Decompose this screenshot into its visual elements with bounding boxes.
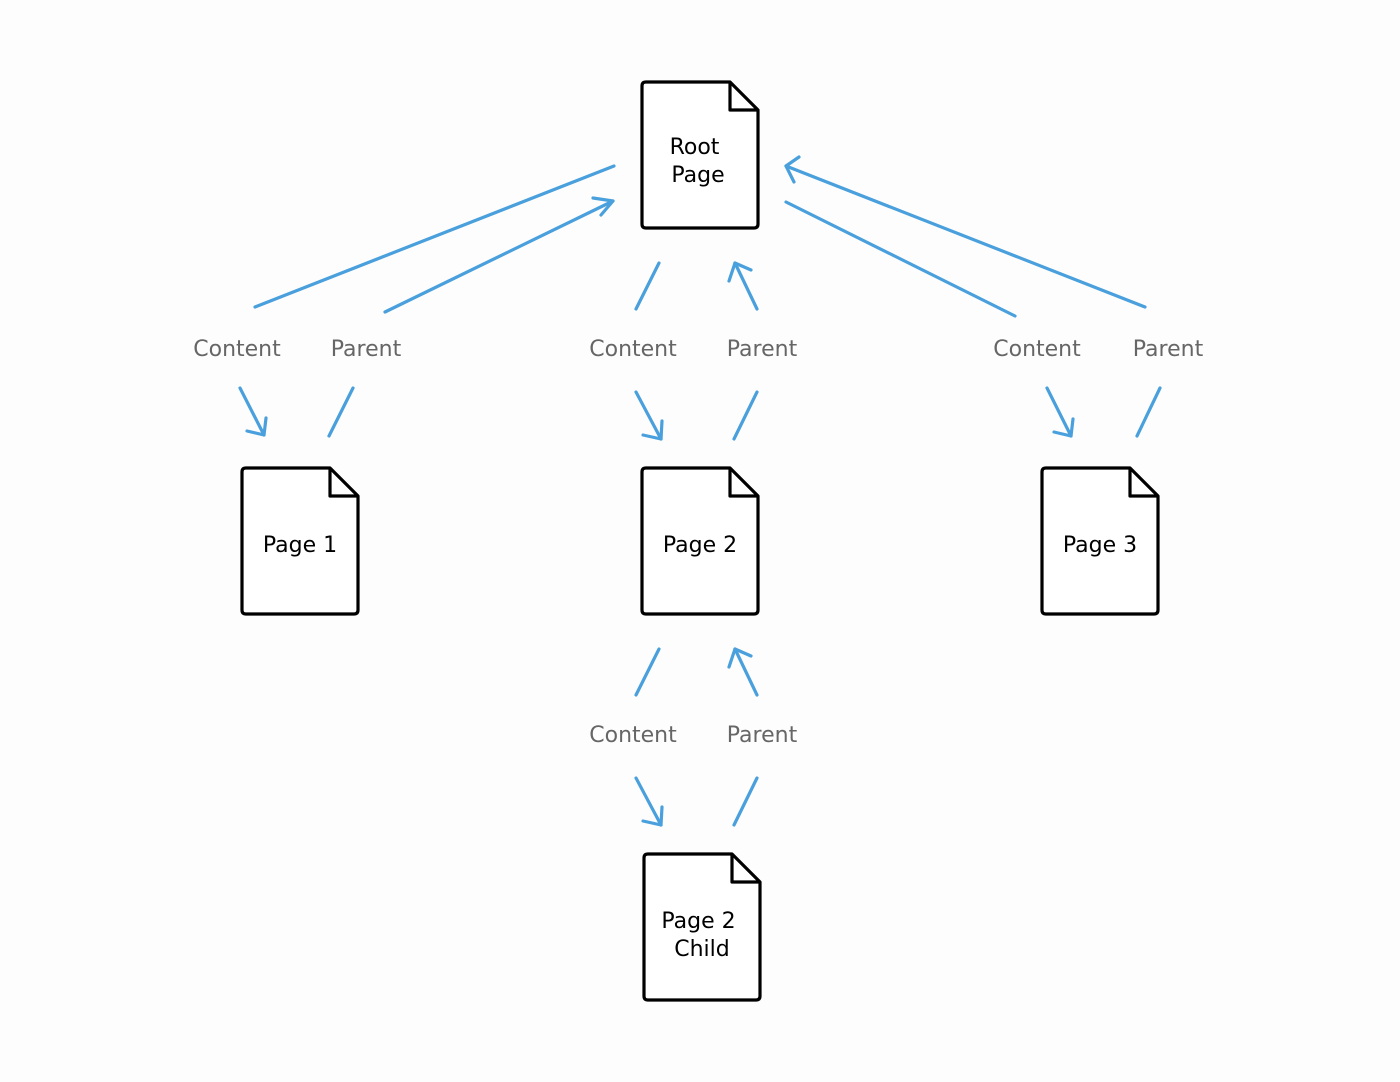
document-icon: [642, 852, 762, 1002]
content-link-label: Content: [589, 723, 677, 748]
arrow-head-icon: [727, 647, 753, 669]
parent-link-line-upper: [383, 199, 615, 314]
page-corner-fold: [730, 854, 760, 884]
page-node-page2[interactable]: Page 2: [640, 466, 760, 616]
page-corner-fold: [1128, 468, 1158, 498]
page-corner-fold: [728, 468, 758, 498]
parent-link-line-lower: [732, 390, 759, 441]
content-link-label: Content: [993, 337, 1081, 362]
arrow-head-icon: [1052, 417, 1075, 438]
parent-link-label: Parent: [727, 337, 798, 362]
page-title: Page 3: [1063, 533, 1137, 558]
page-corner-fold: [728, 82, 758, 112]
parent-link-line-upper: [733, 647, 759, 697]
parent-link-line-lower: [732, 776, 759, 827]
content-link-line-upper: [634, 261, 661, 311]
parent-link-line-upper: [733, 261, 759, 311]
arrow-head-icon: [591, 196, 615, 217]
page-node-page2-child[interactable]: Page 2 Child: [642, 852, 762, 1002]
arrow-head-icon: [727, 261, 753, 283]
content-link-label: Content: [589, 337, 677, 362]
parent-link-line-upper: [784, 164, 1147, 309]
page-node-page3[interactable]: Page 3: [1040, 466, 1160, 616]
page-title-line: Page: [671, 163, 724, 188]
content-link-line-lower: [634, 776, 663, 827]
content-link-label: Content: [193, 337, 281, 362]
document-icon: [640, 466, 760, 616]
parent-link-label: Parent: [727, 723, 798, 748]
link-page2-page2child: Content Parent: [589, 647, 798, 827]
content-link-line-lower: [1045, 386, 1073, 438]
parent-link-line-lower: [1135, 386, 1162, 438]
page-title-line: Child: [674, 937, 730, 962]
document-icon: [1040, 466, 1160, 616]
page-title-line: Page 2: [661, 909, 735, 934]
arrow-head-icon: [784, 155, 801, 184]
parent-link-line-lower: [327, 386, 355, 438]
content-link-line-upper: [784, 200, 1017, 318]
parent-link-label: Parent: [331, 337, 402, 362]
arrow-head-icon: [245, 416, 268, 437]
parent-link-label: Parent: [1133, 337, 1204, 362]
document-icon: [640, 80, 760, 230]
content-link-line-lower: [634, 390, 663, 441]
page-node-root[interactable]: Root Page: [640, 80, 760, 230]
page-title-line: Root: [670, 135, 720, 160]
arrow-head-icon: [641, 419, 664, 441]
page-title: Page 2 Child: [661, 909, 742, 962]
page-title: Page 2: [663, 533, 737, 558]
link-root-page2: Content Parent: [589, 261, 798, 441]
link-root-page1: Content Parent: [193, 164, 616, 438]
page-corner-fold: [328, 468, 358, 498]
arrow-head-icon: [641, 805, 664, 827]
document-icon: [240, 466, 360, 616]
page-node-page1[interactable]: Page 1: [240, 466, 360, 616]
link-root-page3: Content Parent: [784, 155, 1204, 438]
content-link-line-upper: [634, 647, 661, 697]
page-title: Page 1: [263, 533, 337, 558]
content-link-line-upper: [253, 164, 616, 309]
page-title: Root Page: [670, 135, 727, 188]
content-link-line-lower: [238, 386, 266, 437]
